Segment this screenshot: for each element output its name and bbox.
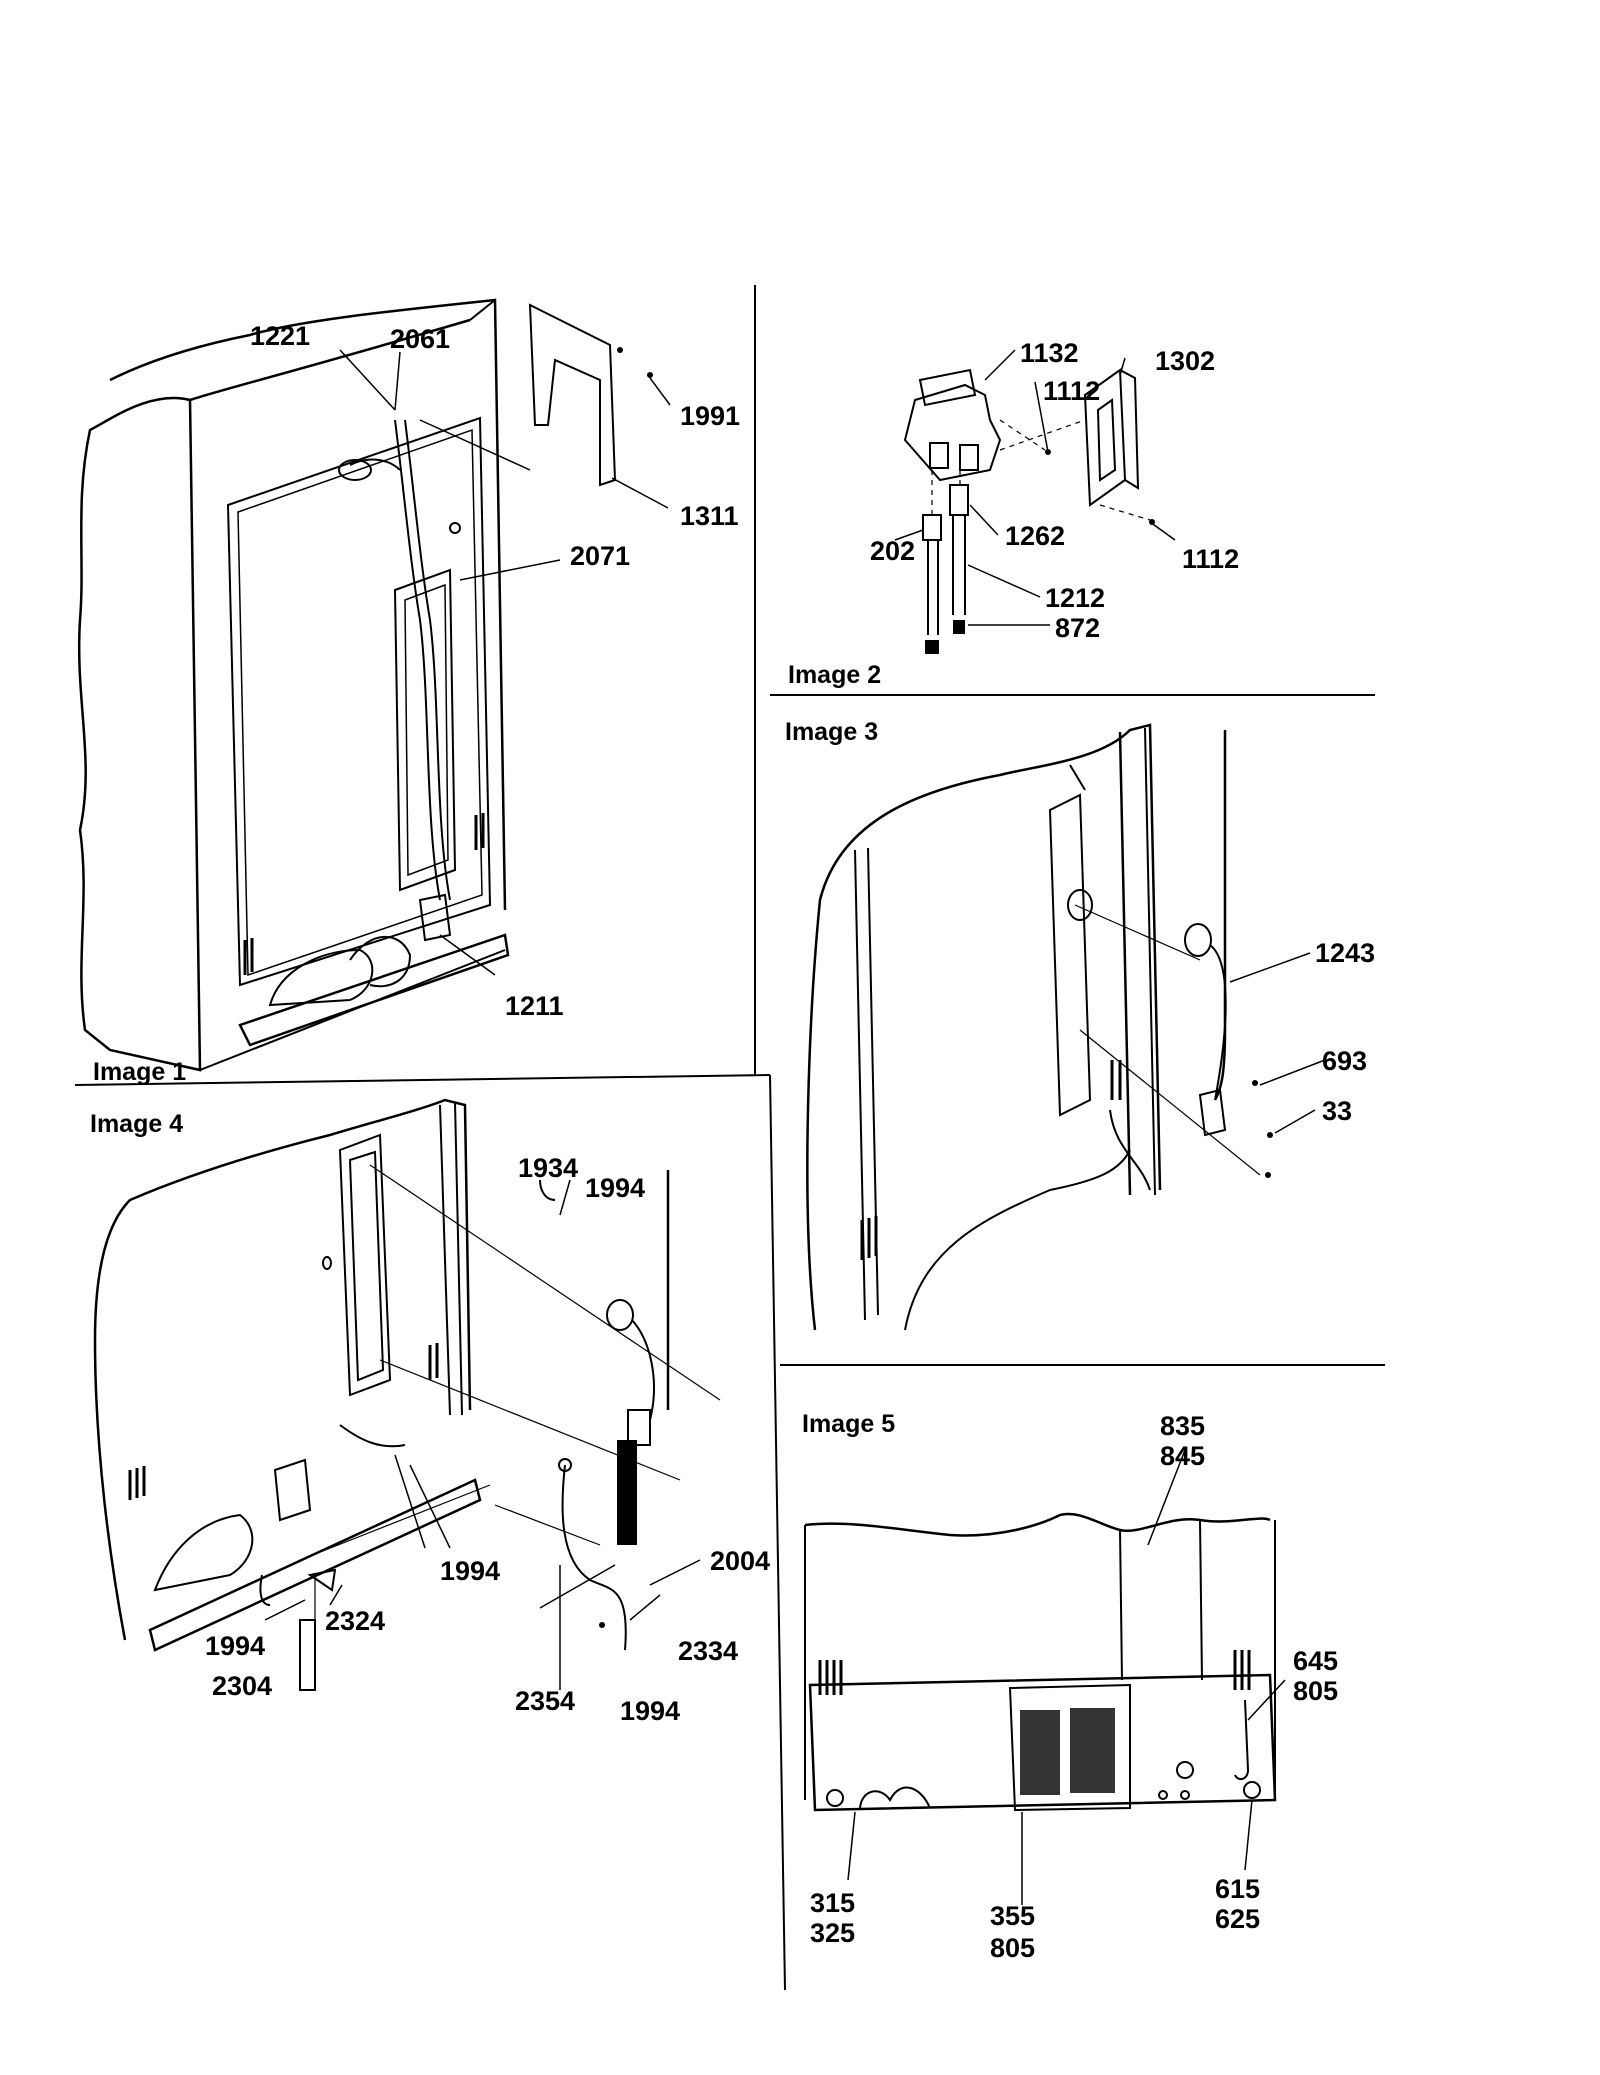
part-label: 845 xyxy=(1160,1441,1205,1471)
part-labels: 1221 2061 1991 1311 2071 1211 1132 1302 … xyxy=(205,321,1375,1963)
part-label: 693 xyxy=(1322,1046,1367,1076)
part-label: 1221 xyxy=(250,321,310,351)
part-label: 1994 xyxy=(620,1696,680,1726)
part-label: 872 xyxy=(1055,613,1100,643)
part-label: 805 xyxy=(990,1933,1035,1963)
part-label: 1934 xyxy=(518,1153,578,1183)
part-label: 1302 xyxy=(1155,346,1215,376)
part-label: 805 xyxy=(1293,1676,1338,1706)
part-label: 1243 xyxy=(1315,938,1375,968)
part-label: 2354 xyxy=(515,1686,575,1716)
panel-captions: Image 1 Image 2 Image 3 Image 4 Image 5 xyxy=(90,661,895,1438)
part-label: 2324 xyxy=(325,1606,385,1636)
part-label: 645 xyxy=(1293,1646,1338,1676)
part-label: 1132 xyxy=(1020,338,1079,368)
part-label: 2304 xyxy=(212,1671,272,1701)
image-3-panel xyxy=(806,723,1326,1331)
part-label: 2334 xyxy=(678,1636,738,1666)
panel-dividers xyxy=(74,285,1385,1991)
part-label: 1212 xyxy=(1045,583,1105,613)
part-label: 1994 xyxy=(440,1556,500,1586)
image-1-refrigerator-rear xyxy=(77,298,671,1072)
image-1-caption: Image 1 xyxy=(93,1058,186,1086)
part-label: 1311 xyxy=(680,501,739,531)
part-label: 1994 xyxy=(205,1631,265,1661)
image-5-base xyxy=(804,1449,1286,1905)
part-label: 1262 xyxy=(1005,521,1065,551)
part-label: 615 xyxy=(1215,1874,1260,1904)
part-label: 835 xyxy=(1160,1411,1205,1441)
part-label: 202 xyxy=(870,536,915,566)
image-4-caption: Image 4 xyxy=(90,1110,183,1138)
part-label: 1211 xyxy=(505,991,564,1021)
part-label: 625 xyxy=(1215,1904,1260,1934)
part-label: 2061 xyxy=(390,324,450,354)
part-label: 325 xyxy=(810,1918,855,1948)
part-label: 1991 xyxy=(680,401,740,431)
image-2-caption: Image 2 xyxy=(788,661,881,689)
image-4-assembly xyxy=(93,1098,721,1691)
image-3-caption: Image 3 xyxy=(785,718,878,746)
part-label: 355 xyxy=(990,1901,1035,1931)
part-label: 2071 xyxy=(570,541,630,571)
image-2-water-valve xyxy=(894,349,1176,654)
part-label: 33 xyxy=(1322,1096,1352,1126)
image-5-caption: Image 5 xyxy=(802,1410,895,1438)
part-label: 1112 xyxy=(1043,376,1100,406)
part-label: 315 xyxy=(810,1888,855,1918)
part-label: 2004 xyxy=(710,1546,770,1576)
part-label: 1994 xyxy=(585,1173,645,1203)
part-label: 1112 xyxy=(1182,544,1239,574)
